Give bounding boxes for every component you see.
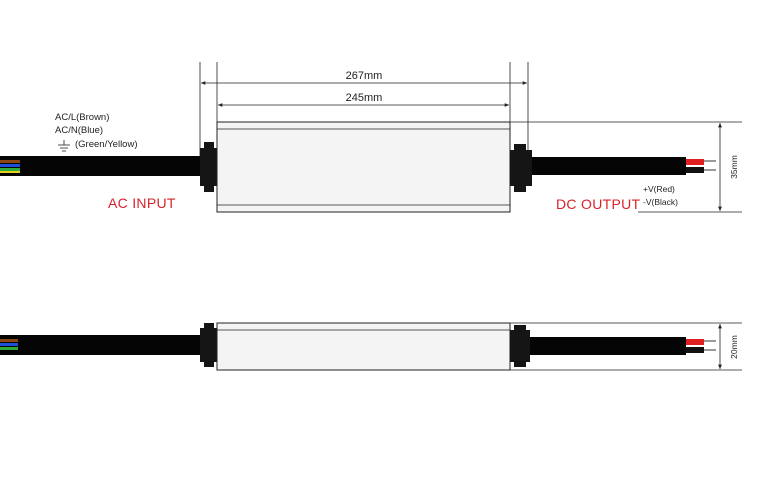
input-wire-labels: AC/L(Brown) AC/N(Blue) (Green/Yellow) (55, 112, 137, 152)
driver-body-top (216, 121, 511, 213)
dc-output-label: DC OUTPUT (556, 196, 641, 212)
height-top-dimension: 35mm (510, 121, 742, 213)
side-output-cable (530, 337, 716, 355)
body-length-label: 245mm (346, 92, 383, 104)
side-input-gland (200, 323, 217, 367)
body-length-dimension: 245mm (218, 92, 509, 107)
wire-label-neutral: AC/N(Blue) (55, 125, 103, 136)
output-cable-gland (510, 144, 532, 192)
height-side-label: 20mm (729, 335, 739, 359)
top-view: 267mm 245mm (0, 62, 742, 213)
wire-label-live: AC/L(Brown) (55, 112, 109, 123)
overall-length-dimension: 267mm (201, 70, 527, 85)
wire-label-ground: (Green/Yellow) (75, 139, 137, 150)
overall-length-label: 267mm (346, 70, 383, 82)
driver-body-side (216, 322, 511, 371)
ac-input-label: AC INPUT (108, 195, 176, 211)
output-cable (532, 157, 716, 175)
side-input-cable (0, 335, 200, 355)
ground-icon (58, 140, 70, 152)
input-cable (0, 156, 200, 176)
height-top-label: 35mm (729, 155, 739, 179)
wire-label-positive: +V(Red) (643, 184, 675, 194)
side-output-gland (510, 325, 530, 367)
height-side-dimension: 20mm (510, 322, 742, 371)
wire-label-negative: -V(Black) (643, 197, 678, 207)
side-view: 20mm (0, 322, 742, 371)
